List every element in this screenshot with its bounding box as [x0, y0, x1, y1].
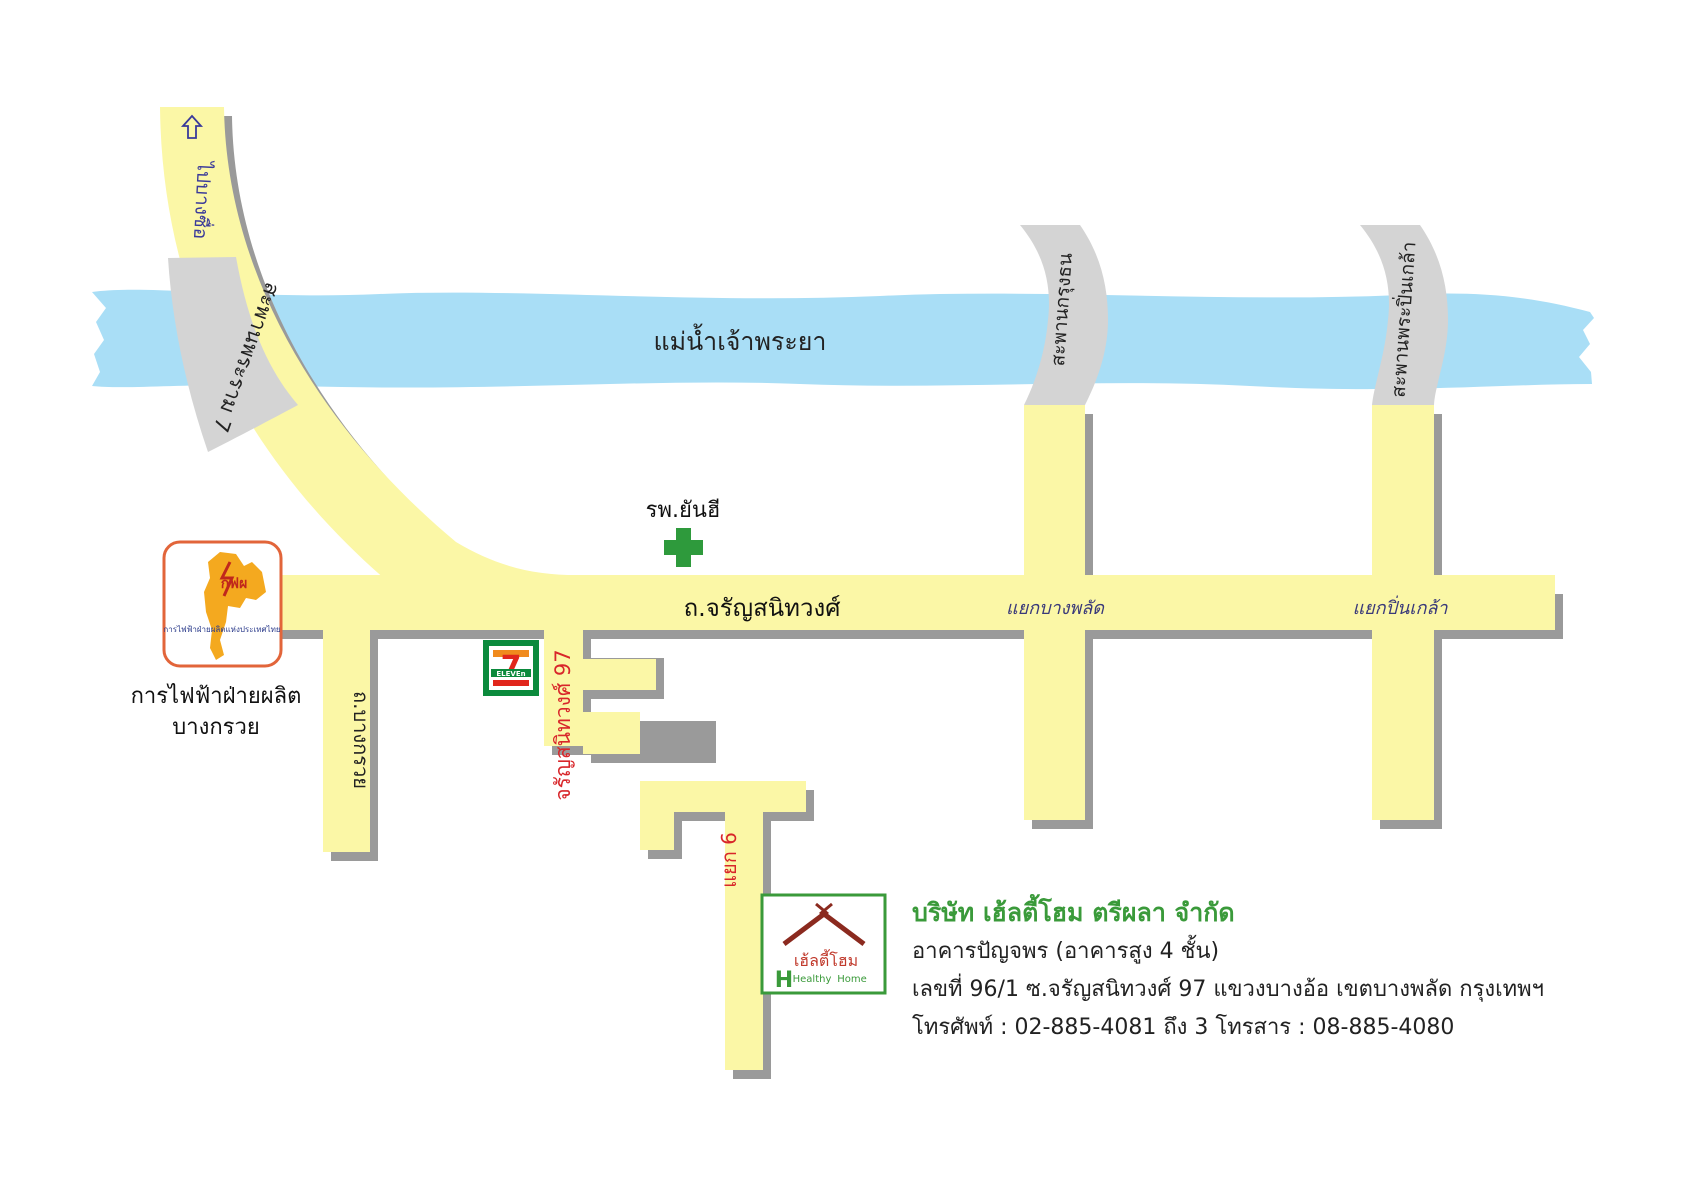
company-name: บริษัท เฮ้ลตี้โฮม ตรีผลา จำกัด	[912, 898, 1235, 927]
yaek-6-label: แยก 6	[717, 832, 741, 888]
egat-logo: กฟผ การไฟฟ้าฝ่ายผลิตแห่งประเทศไทย	[162, 540, 283, 668]
junction-bangphlat-label: แยกบางพลัด	[1006, 598, 1105, 619]
company-info: บริษัท เฮ้ลตี้โฮม ตรีผลา จำกัด อาคารปัญจ…	[912, 893, 1544, 1047]
bangkruai-road-label: ถ.บางกรวย	[349, 691, 373, 789]
bridge-rama7	[168, 257, 298, 452]
egat-label-line2: บางกรวย	[172, 715, 259, 740]
egat-arc-text: การไฟฟ้าฝ่ายผลิตแห่งประเทศไทย	[163, 625, 280, 634]
green-cross-icon	[664, 528, 703, 567]
soi-97-label: จรัญสนิทวงศ์ 97	[551, 649, 575, 800]
road-pinklao	[1372, 405, 1434, 820]
seven-eleven-logo: 7 ELEVEn	[483, 640, 539, 696]
logo-big-h: H	[775, 968, 793, 993]
bridge-krungthon	[1020, 225, 1108, 405]
building-line: อาคารปัญจพร (อาคารสูง 4 ชั้น)	[912, 939, 1220, 964]
logo-en-text2: Home	[837, 974, 867, 985]
road-krungthon	[1024, 405, 1085, 820]
seven-digit: 7	[501, 650, 522, 685]
thailand-map-icon	[204, 552, 266, 660]
bridge-pinklao	[1360, 225, 1448, 405]
healthy-home-logo: เฮ้ลตี้โฮม H Healthy Home	[760, 893, 887, 995]
logo-en-text1: Healthy	[793, 974, 832, 985]
address-line: เลขที่ 96/1 ซ.จรัญสนิทวงศ์ 97 แขวงบางอ้อ…	[912, 977, 1545, 1002]
hospital-label: รพ.ยันฮี	[646, 498, 721, 523]
main-road-label: ถ.จรัญสนิทวงศ์	[684, 594, 841, 622]
seven-eleven-text: ELEVEn	[496, 670, 525, 678]
roof-icon	[782, 910, 866, 946]
egat-label-line1: การไฟฟ้าฝ่ายผลิต	[131, 683, 302, 709]
up-arrow-icon	[180, 114, 204, 139]
chao-phraya-river	[92, 289, 1594, 390]
river-label: แม่น้ำเจ้าพระยา	[654, 323, 827, 356]
junction-pinklao-label: แยกปิ่นเกล้า	[1353, 595, 1449, 619]
phone-line: โทรศัพท์ : 02-885-4081 ถึง 3 โทรสาร : 08…	[912, 1015, 1455, 1040]
logo-thai-text: เฮ้ลตี้โฮม	[794, 949, 858, 970]
